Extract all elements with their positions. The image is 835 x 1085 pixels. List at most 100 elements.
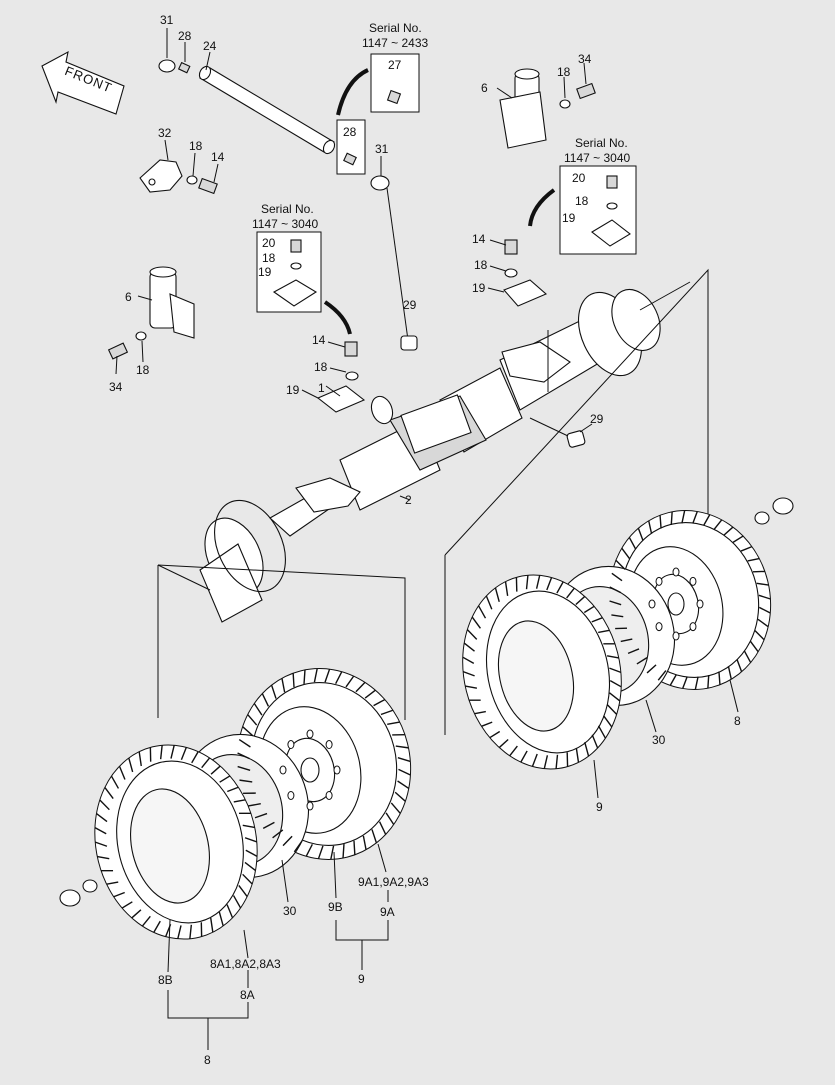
callout-14-bracket: 14 [211, 150, 225, 164]
tread-lug [210, 917, 214, 933]
tread-lug [385, 812, 395, 825]
bolt-hole [333, 765, 341, 775]
tread-lug [242, 726, 254, 737]
tread-lug [254, 812, 268, 819]
tread-lug [481, 721, 493, 727]
tread-lug [121, 901, 133, 909]
bolt-hole [655, 576, 663, 586]
callout-8: 8 [204, 1053, 211, 1067]
tread-lug [752, 570, 765, 573]
tread-lug [200, 922, 203, 937]
tread-lug [94, 827, 107, 835]
callout-34-right: 34 [578, 52, 592, 66]
callout-18-left-mid: 18 [314, 360, 328, 374]
tread-lug [707, 675, 710, 689]
tread-lug [756, 582, 769, 586]
tread-lug [636, 657, 648, 665]
tread-lug [397, 780, 410, 789]
callout-labels: 31 28 24 27 28 31 6 18 34 32 18 14 20 18… [109, 13, 741, 1067]
tread-lug [471, 616, 481, 629]
plug-27 [386, 89, 402, 105]
callout-18-top-right: 18 [557, 65, 571, 79]
callout-18-left: 18 [136, 363, 150, 377]
tread-left-outer [237, 668, 411, 860]
bolt-hole [306, 729, 314, 739]
tread-lug [191, 751, 199, 764]
tread-lug [270, 684, 277, 699]
tread-lug [531, 753, 538, 767]
exploded-view-frame-lines [157, 268, 709, 735]
tread-lug [113, 891, 125, 898]
tread-lug [465, 685, 478, 689]
tread-lug [233, 799, 246, 803]
tread-lug [131, 909, 142, 919]
tread-lug [324, 668, 331, 683]
serial-top-title: Serial No. [369, 21, 422, 35]
tread-lug [165, 923, 172, 937]
mount-parts-left [301, 341, 366, 413]
tread-lug [272, 829, 284, 839]
tread-lug [244, 837, 258, 843]
tread-lug [94, 841, 108, 847]
tread-lug [227, 786, 239, 793]
tread-lug [238, 812, 251, 815]
wheel-left-inner [59, 744, 258, 940]
tread-lug [232, 895, 242, 909]
tread-lug [659, 515, 662, 529]
o-ring-31-top [158, 59, 176, 73]
serial-box-right: Serial No. 1147 ~ 3040 [528, 136, 637, 255]
callout-19-right-box: 19 [562, 211, 576, 225]
tread-lug [732, 535, 744, 543]
serial-right-range: 1147 ~ 3040 [564, 151, 631, 165]
serial-top-range: 1147 ~ 2433 [362, 36, 429, 50]
tread-lug [353, 840, 356, 855]
callout-8a1-8a2-8a3: 8A1,8A2,8A3 [210, 957, 281, 971]
tread-lug [747, 557, 760, 562]
tread-lug [364, 689, 376, 699]
tread-lug [238, 885, 248, 897]
tread-lug [736, 659, 743, 673]
tread-lug [245, 849, 258, 857]
callout-6-right: 6 [481, 81, 488, 95]
serial-box-left: Serial No. 1147 ~ 3040 [252, 202, 352, 335]
serial-left-range: 1147 ~ 3040 [252, 217, 319, 231]
tread-lug [242, 824, 255, 829]
tread-lug [180, 747, 187, 761]
tread-lug [615, 627, 628, 630]
washer-right [754, 511, 770, 525]
callout-2: 2 [405, 493, 412, 507]
bolt-hole [325, 740, 333, 750]
tread-lug [247, 714, 258, 726]
tread-lug [621, 547, 631, 560]
callout-30-right: 30 [652, 733, 666, 747]
tread-lug [371, 829, 378, 844]
bolt-hole [287, 740, 295, 750]
tread-lug [462, 656, 475, 665]
tread-lug [106, 881, 119, 885]
tread-lug [138, 751, 142, 767]
bushing-29-top [400, 335, 418, 351]
tread-lug [646, 664, 657, 674]
tread-lug [238, 739, 251, 748]
tread-lug [718, 671, 721, 685]
tread-lug [242, 873, 253, 885]
tread-lug [723, 526, 734, 536]
callout-30-left: 30 [283, 904, 297, 918]
bolt-hole [672, 567, 680, 577]
tread-lug [282, 835, 293, 847]
tread-lug [149, 747, 152, 762]
tread-lug [628, 537, 637, 550]
serial-box-28 [336, 119, 366, 175]
tread-lug [293, 840, 303, 853]
tread-lug [397, 757, 411, 763]
o-ring-31-bottom [370, 175, 390, 191]
tread-lug [141, 915, 151, 927]
tread-lug [226, 904, 234, 919]
bolt-hole [655, 622, 663, 632]
tread-lug [387, 721, 400, 725]
bolt-hole [287, 790, 295, 800]
tread-lug [118, 765, 126, 780]
serial-box-top: Serial No. 1147 ~ 2433 [362, 21, 429, 113]
serial-left-title: Serial No. [261, 202, 314, 216]
callout-1: 1 [318, 381, 325, 395]
